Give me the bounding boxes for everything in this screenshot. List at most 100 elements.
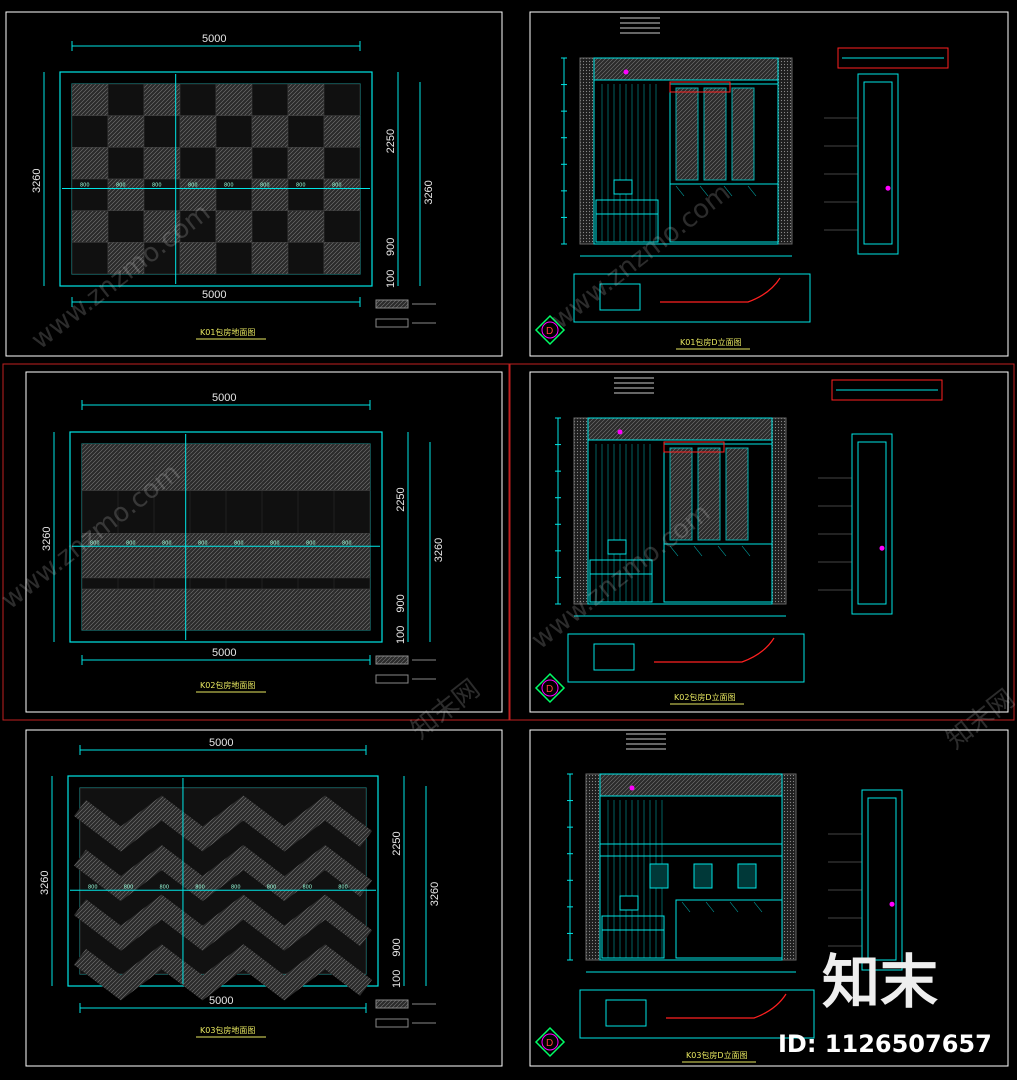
legend-swatch — [375, 1018, 409, 1028]
elevation-title: K01包房D立面图 — [680, 337, 742, 347]
sheet-frame — [529, 729, 1009, 1067]
legend-swatch — [375, 318, 409, 328]
wall-face — [599, 795, 783, 961]
floor-tile — [215, 147, 253, 180]
wall-pilaster — [781, 773, 797, 961]
panel-inlay — [725, 447, 749, 541]
room-outline — [67, 775, 379, 987]
art-frame — [737, 863, 757, 889]
magenta-marker — [889, 901, 895, 907]
sheet-frame — [25, 371, 503, 713]
room-outline — [59, 71, 373, 287]
floor-tile — [215, 210, 253, 243]
tv-screen — [613, 179, 633, 195]
wall-pilaster — [585, 773, 601, 961]
floor-tile — [251, 147, 289, 180]
plan-title: K01包房地面图 — [200, 327, 255, 337]
console-cabinet — [601, 915, 665, 959]
console-cabinet — [589, 559, 653, 603]
magenta-marker — [879, 545, 885, 551]
sheet-frame — [529, 371, 1009, 713]
tile-dim-label: 800 — [160, 884, 170, 890]
dim-border: 100 — [385, 270, 397, 288]
elevation-title: K02包房D立面图 — [674, 692, 736, 702]
selection-frame — [2, 363, 510, 721]
floor-tile — [143, 115, 181, 148]
dim-height-left: 3260 — [41, 527, 53, 551]
highlight-box — [663, 441, 725, 453]
floor-tile — [323, 147, 361, 180]
legend-swatch — [375, 655, 409, 665]
magenta-marker — [617, 429, 623, 435]
tile-dim-label: 800 — [342, 540, 352, 546]
image-id-text: ID: 1126507657 — [778, 1030, 992, 1058]
tile-dim-label: 800 — [80, 183, 90, 189]
plan-console — [599, 283, 641, 311]
floor-tile — [323, 83, 361, 116]
floor-tile — [251, 83, 289, 116]
floor-tile — [323, 210, 361, 243]
sofa-detail — [705, 901, 715, 913]
sofa-detail — [741, 545, 751, 557]
tile-dim-label: 800 — [267, 884, 277, 890]
floor-tile — [323, 115, 361, 148]
elevation-marker-circle — [541, 321, 559, 339]
side-section-inner — [867, 797, 897, 961]
floor-tile — [251, 115, 289, 148]
zigzag-band — [73, 894, 373, 951]
sofa-detail — [681, 901, 691, 913]
dim-border: 100 — [391, 970, 403, 988]
dim-width-top: 5000 — [202, 33, 226, 45]
floor-tile — [287, 242, 325, 275]
wall-pilaster — [579, 57, 595, 245]
highlight-box — [669, 81, 731, 93]
wall-pilaster — [777, 57, 793, 245]
panel-inlay — [669, 447, 693, 541]
dim-lower: 900 — [391, 938, 403, 956]
watermark-site: www.znzmo.com — [546, 178, 736, 336]
elevation-plan — [573, 273, 811, 323]
elevation-marker-diamond — [534, 1026, 566, 1058]
detail-strip — [831, 379, 943, 401]
wall-pilaster — [771, 417, 787, 605]
sofa-detail — [699, 185, 709, 197]
sofa-detail — [747, 185, 757, 197]
legend-swatch — [375, 299, 409, 309]
magenta-marker — [885, 185, 891, 191]
red-curve — [654, 637, 775, 663]
sofa-detail — [669, 545, 679, 557]
dim-height-right: 3260 — [423, 180, 435, 204]
tile-dim-label: 800 — [296, 183, 306, 189]
panel-inlay — [703, 87, 727, 181]
panel-inlay — [731, 87, 755, 181]
tile-dim-label: 800 — [195, 884, 205, 890]
elevation-marker-diamond — [534, 314, 566, 346]
dim-border: 100 — [395, 626, 407, 644]
dim-width-bottom: 5000 — [202, 289, 226, 301]
floor-tile — [71, 242, 109, 275]
ceiling-band — [587, 417, 773, 441]
tile-dim-label: 800 — [116, 183, 126, 189]
floor-tile — [287, 147, 325, 180]
side-section-inner — [857, 441, 887, 605]
sheet-frame — [25, 729, 503, 1067]
floor-tile — [143, 242, 181, 275]
floor-tile — [287, 115, 325, 148]
floor-tile — [107, 178, 145, 211]
detail-strip — [837, 47, 949, 69]
floor-tile — [323, 242, 361, 275]
floor-tile — [215, 83, 253, 116]
floor-tile — [179, 115, 217, 148]
plan-console — [593, 643, 635, 671]
tile-dim-label: 800 — [88, 884, 98, 890]
magenta-marker — [629, 785, 635, 791]
dim-width-top: 5000 — [212, 392, 236, 404]
floor-tile — [107, 147, 145, 180]
tile-dim-label: 800 — [306, 540, 316, 546]
